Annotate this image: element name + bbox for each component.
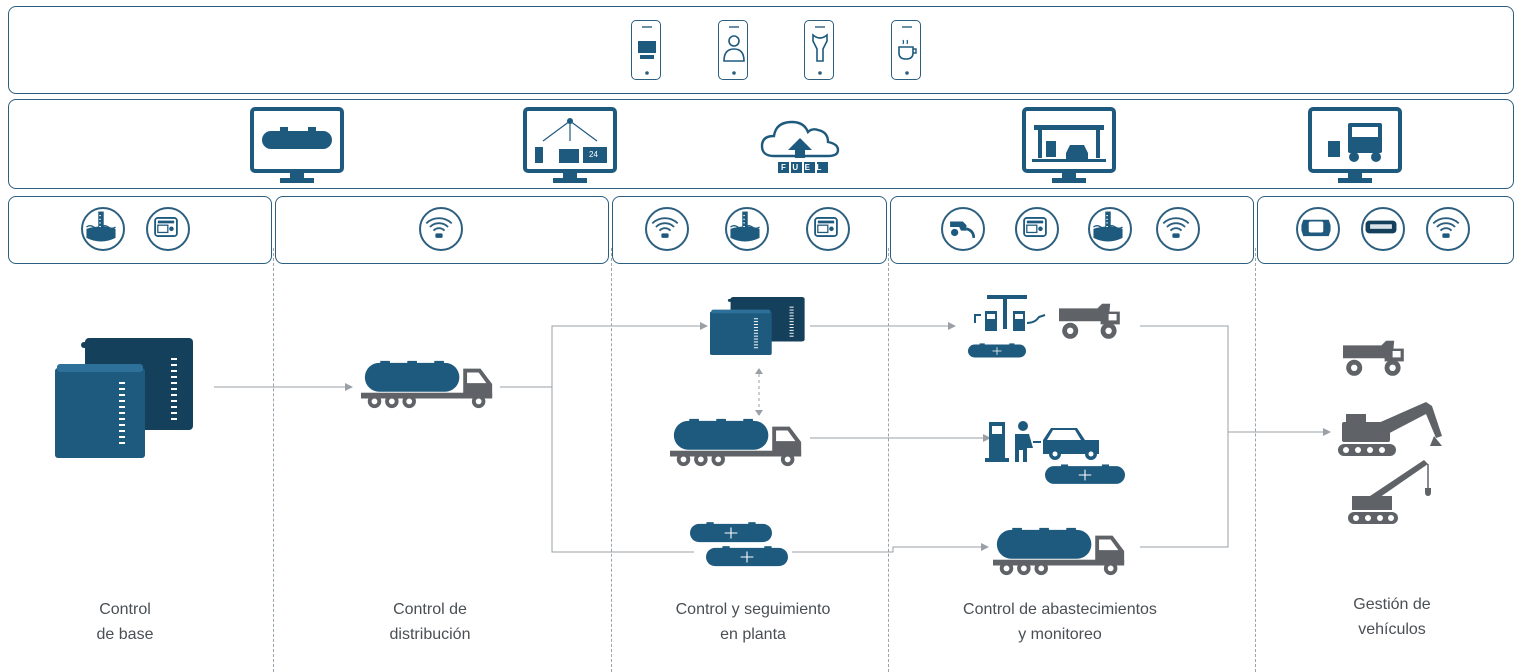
column-label-base: Control de base [96,601,154,643]
crane-image [1348,460,1438,533]
wireless-tag-icon [419,207,463,251]
tank-level-probe-icon [1088,207,1132,251]
tank-level-probe-icon [81,207,125,251]
cloud-fuel-text: FUEL [781,163,828,172]
vehicle-display-icon [1296,207,1340,251]
column-divider [1255,248,1256,672]
wireless-tag-icon [1156,207,1200,251]
pump-station-phone-icon [631,20,661,80]
controller-unit-icon [806,207,850,251]
excavator-image [1336,400,1446,465]
service-wrench-phone-icon [804,20,834,80]
column-label-plant: Control y seguimiento en planta [675,601,831,643]
fuel-pump-car-image [985,412,1125,495]
vehicle-terminal-icon [1361,207,1405,251]
gas-station-monitor-icon [1022,107,1116,190]
tanker-truck-image [361,360,496,415]
nozzle-icon [941,207,985,251]
station-network-monitor-icon: 24 [523,107,617,190]
mining-dump-truck-image [1343,340,1407,383]
monitor-badge-text: 24 [589,150,598,159]
column-divider [611,248,612,672]
fuel-cloud-icon: FUEL [760,114,840,183]
controller-unit-icon [146,207,190,251]
column-label-distribution: Control de distribución [389,601,471,643]
coffee-phone-icon [891,20,921,80]
tank-monitor-icon [250,107,344,190]
column-divider [888,248,889,672]
wireless-tag-icon [1426,207,1470,251]
fleet-monitor-icon [1308,107,1402,190]
plant-tanks-image [710,297,806,360]
column-label-supply: Control de abastecimientos y monitoreo [963,601,1157,643]
controller-unit-icon [1015,207,1059,251]
mobile-apps-panel [8,6,1514,94]
plant-tanker-truck-image [670,418,805,473]
column-label-vehicles: Gestión de vehículos [1353,596,1431,638]
supply-tanker-truck-image [993,527,1128,582]
fuel-station-dump-truck-image [965,293,1130,366]
plant-horizontal-tanks-image [690,522,790,575]
wireless-tag-icon [645,207,689,251]
storage-tanks-image [55,338,195,463]
tank-level-probe-icon [725,207,769,251]
column-divider [273,248,274,672]
sensor-panel-base [8,196,272,264]
attendant-phone-icon [718,20,748,80]
